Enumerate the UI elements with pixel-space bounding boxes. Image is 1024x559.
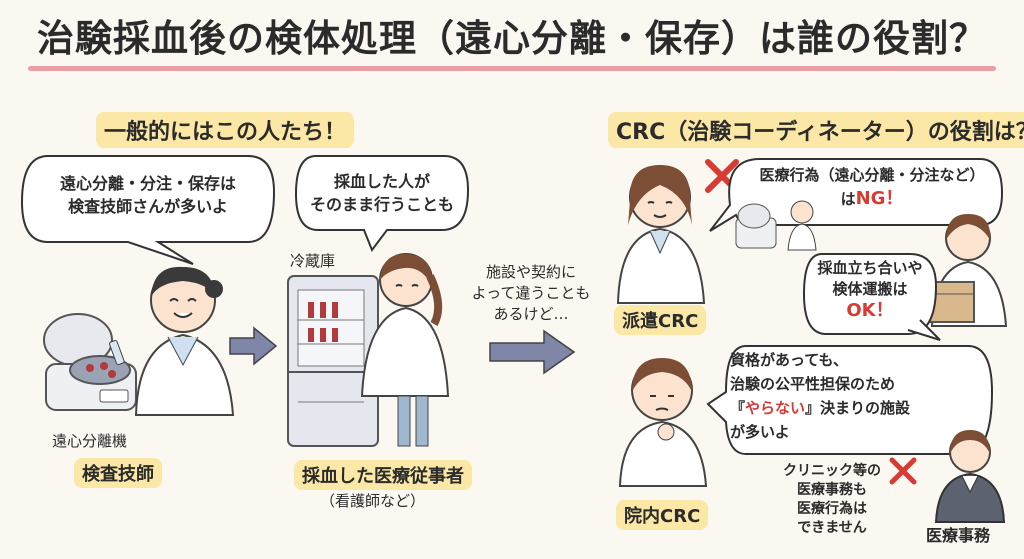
staff-bubble-line1: 採血した人が <box>333 172 430 191</box>
clerk-note-line1: クリニック等の <box>783 463 881 479</box>
tech-speech-bubble <box>20 155 276 265</box>
ok-speech-bubble <box>802 253 941 341</box>
medical-clerk-illustration <box>934 430 1006 523</box>
inhouse-bubble-line4: が多いよ <box>730 423 790 441</box>
inhouse-crc-illustration <box>618 358 708 487</box>
clerk-note-line4: できません <box>797 520 867 536</box>
page-title: 治験採血後の検体処理（遠心分離・保存）は誰の役割？ <box>37 17 987 60</box>
ng-emphasis: NG！ <box>855 188 904 209</box>
note-line3: あるけど… <box>493 305 569 323</box>
tech-bubble-line2: 検査技師さんが多いよ <box>68 197 228 216</box>
inhouse-crc-label: 院内CRC <box>616 500 709 530</box>
arrow-right-icon <box>489 329 576 375</box>
inhouse-bubble-line1: 資格があっても、 <box>730 351 849 369</box>
staff-speech-bubble <box>294 155 470 253</box>
staff-bubble-line2: そのまま行うことも <box>309 195 454 214</box>
lab-technician-illustration <box>109 266 235 416</box>
centrifuge-label: 遠心分離機 <box>52 432 128 450</box>
note-line1: 施設や契約に <box>485 263 576 281</box>
centrifuge-illustration <box>43 313 137 411</box>
arrow-right-icon <box>229 326 278 366</box>
medical-staff-illustration <box>360 253 450 447</box>
note-line2: よって違うことも <box>471 284 591 302</box>
crc-carrying-box-illustration <box>923 214 1008 327</box>
clerk-cross-icon <box>889 457 917 485</box>
dispatch-crc-illustration <box>616 165 706 304</box>
ok-bubble-line1: 採血立ち合いや <box>817 259 923 277</box>
small-centrifuge-illustration <box>735 200 817 251</box>
ok-bubble-line2: 検体運搬は <box>832 280 908 298</box>
fridge-illustration <box>287 275 379 447</box>
ng-bubble-prefix: は <box>840 190 856 208</box>
inhouse-bubble-line2: 治験の公平性担保のため <box>730 375 896 393</box>
staff-sublabel: （看護師など） <box>320 492 426 510</box>
dispatch-crc-label: 派遣CRC <box>614 305 707 335</box>
ng-bubble-line1: 医療行為（遠心分離・分注など） <box>759 166 985 184</box>
clerk-note-line2: 医療事務も <box>797 482 867 498</box>
title-underline <box>28 66 996 71</box>
left-section-heading: 一般的にはこの人たち！ <box>96 112 355 148</box>
fridge-label: 冷蔵庫 <box>290 252 336 270</box>
right-section-heading: CRC（治験コーディネーター）の役割は？ <box>608 112 1024 148</box>
tech-label: 検査技師 <box>74 458 162 488</box>
staff-label: 採血した医療従事者 <box>294 460 472 490</box>
ok-emphasis: OK！ <box>846 300 894 321</box>
inhouse-bubble-quote-close: 』決まりの施設 <box>805 399 911 417</box>
inhouse-bubble-quote-open: 『 <box>730 399 746 417</box>
inhouse-emphasis: やらない <box>745 399 806 417</box>
tech-bubble-line1: 遠心分離・分注・保存は <box>59 174 236 193</box>
clerk-label: 医療事務 <box>926 526 991 545</box>
clerk-note-line3: 医療行為は <box>797 501 867 517</box>
